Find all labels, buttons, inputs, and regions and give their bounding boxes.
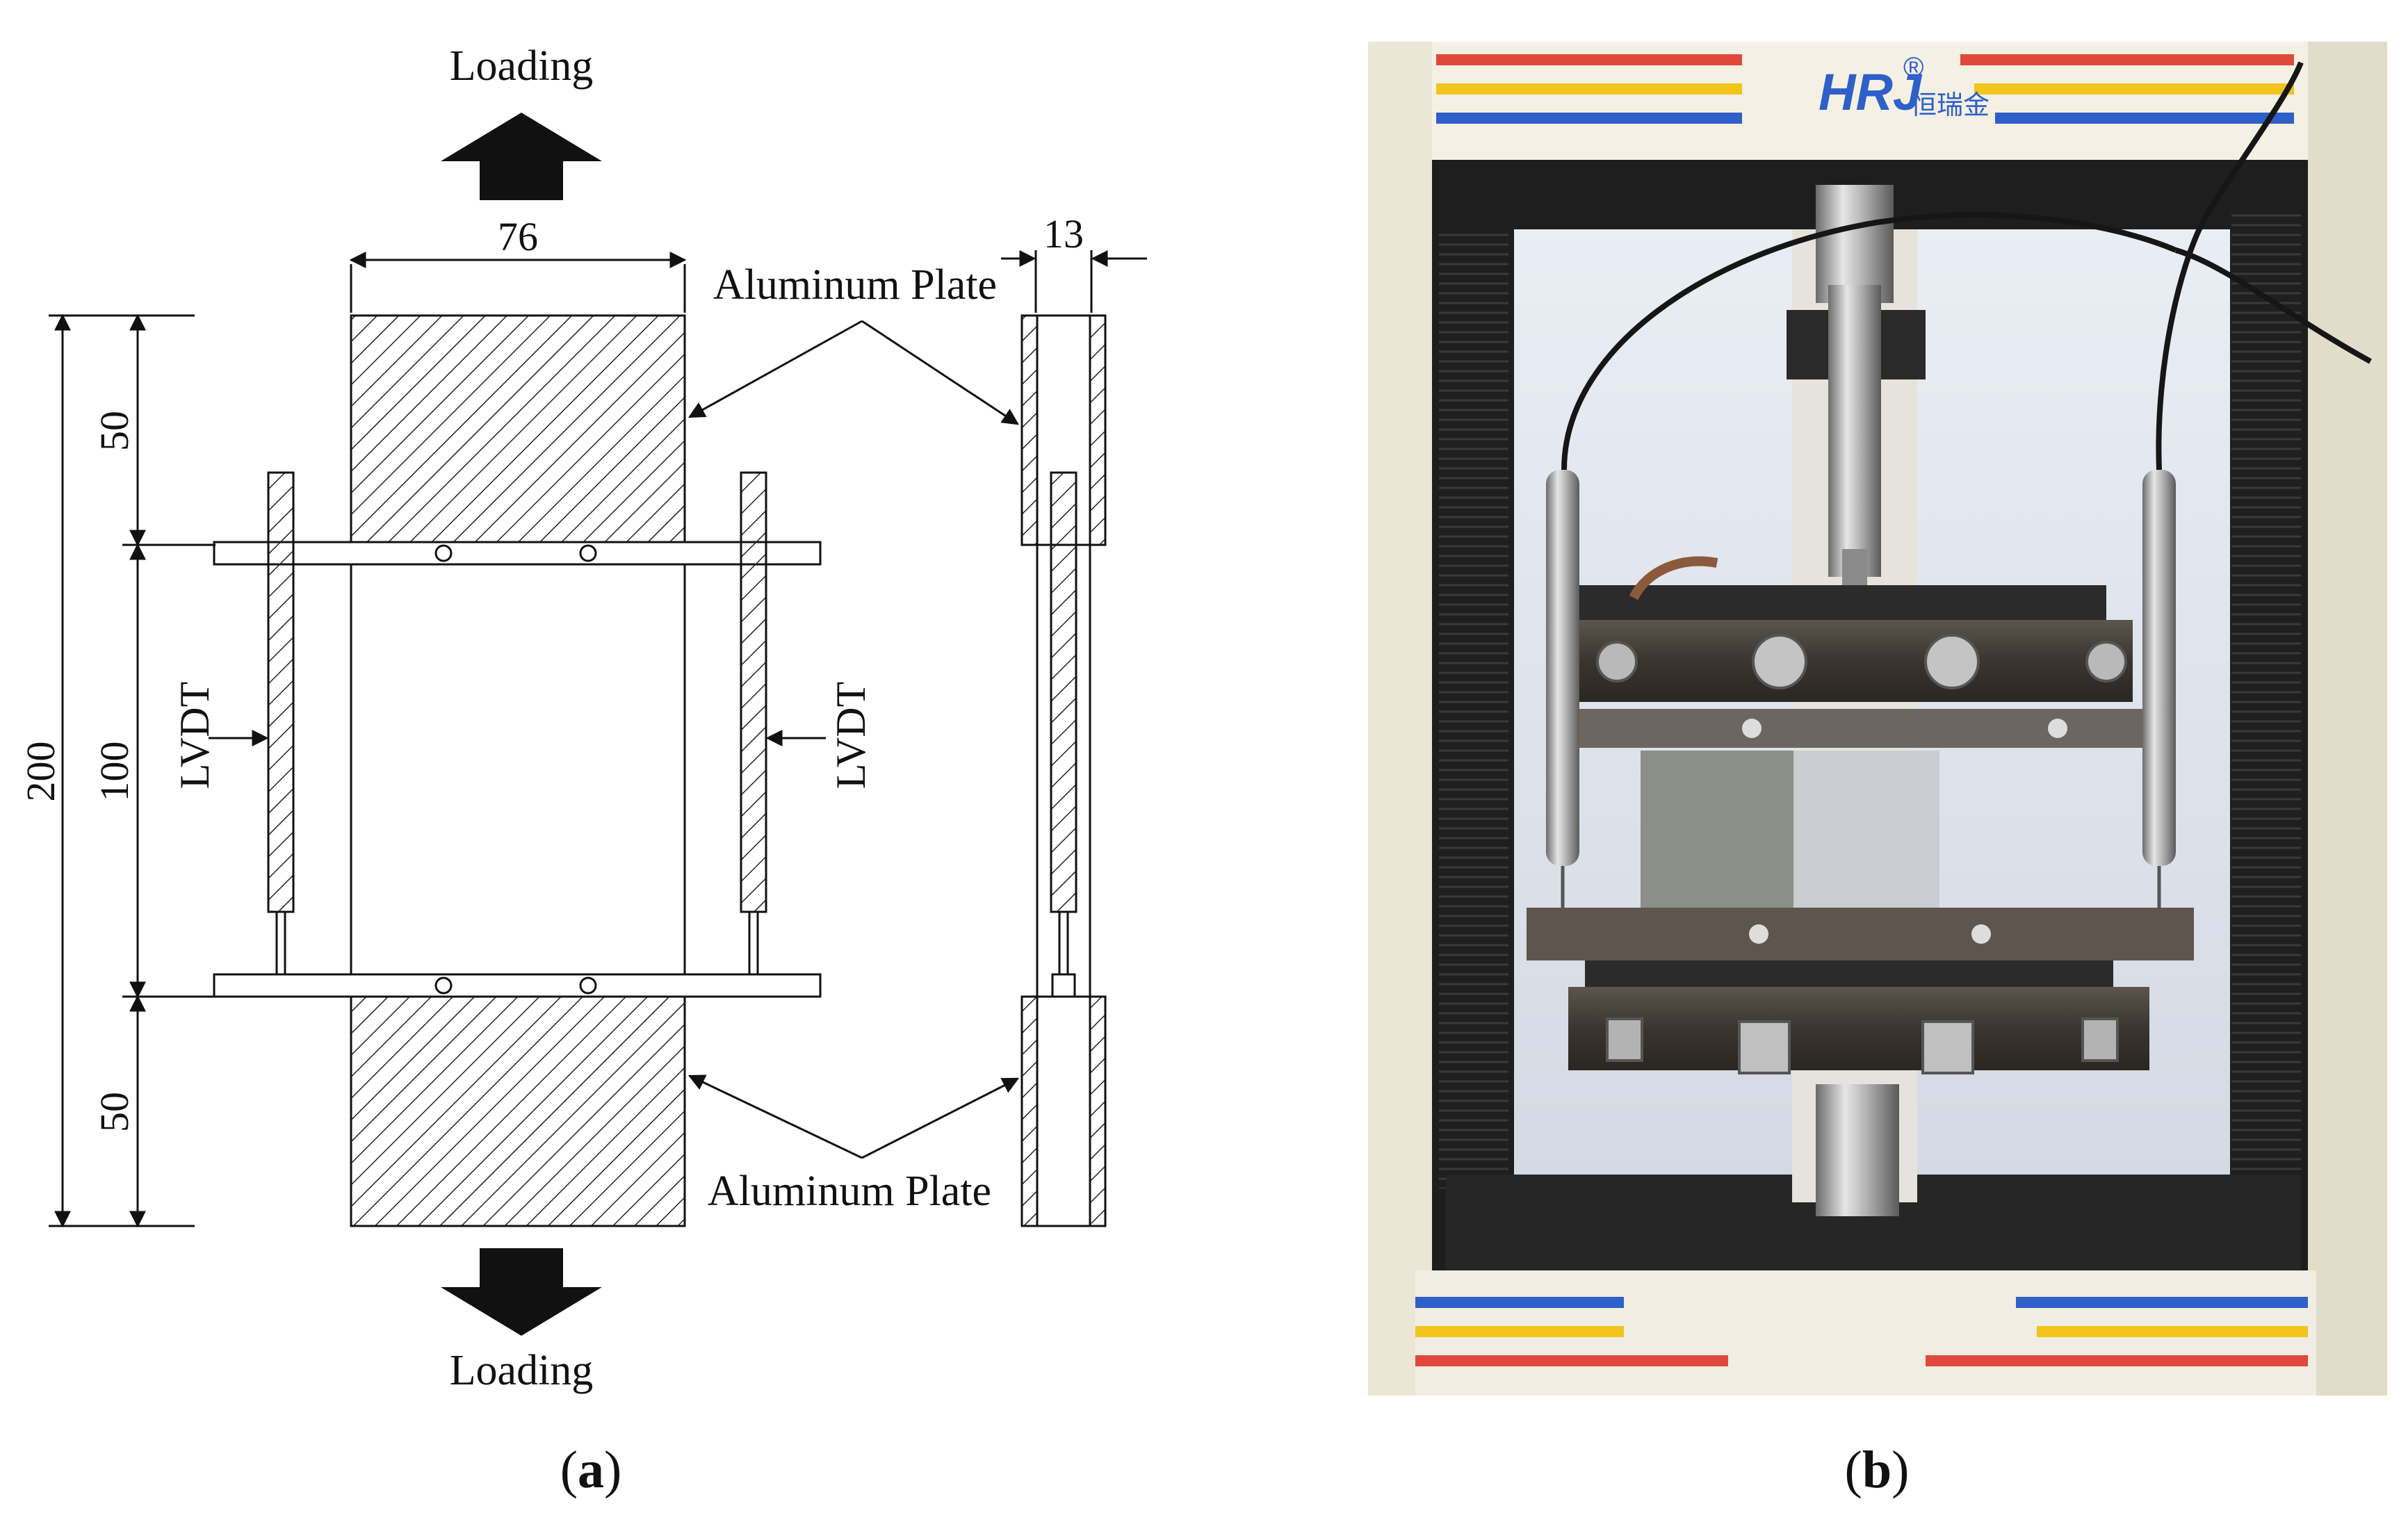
loading-arrow-up-icon <box>441 113 602 200</box>
callout-line <box>688 1074 863 1159</box>
clamp-bar-upper <box>1550 709 2162 748</box>
stripe-blue <box>1436 113 1742 124</box>
dimension-mid: 100 <box>92 742 137 802</box>
side-plate-top-right <box>1089 314 1107 546</box>
bolt-hole <box>579 976 597 995</box>
sensor-cable <box>1561 212 2177 471</box>
stripe-red <box>1436 54 1742 65</box>
side-lvdt <box>1050 471 1077 913</box>
test-machine-photo: HRJ ® 恒瑞金 <box>1368 42 2387 1396</box>
caption-b: (b) <box>1845 1441 1910 1499</box>
loading-label-bottom: Loading <box>450 1347 594 1394</box>
bolt-hole <box>434 976 453 995</box>
bottom-shaft <box>1816 1084 1899 1216</box>
lvdt-label-left: LVDT <box>172 682 218 789</box>
dimension-bottom: 50 <box>92 1092 137 1132</box>
dimension-width: 76 <box>498 214 538 259</box>
load-piston <box>1816 185 1894 303</box>
clamp-bar-bottom <box>213 973 822 998</box>
caption-a: (a) <box>560 1441 622 1499</box>
lvdt-sensor-left <box>1546 470 1579 866</box>
grip-bottom <box>1568 987 2149 1070</box>
bellows-right <box>2231 208 2301 1181</box>
bellows-left <box>1439 229 1508 1188</box>
side-plate-bottom-right <box>1089 995 1107 1227</box>
lvdt-body-right <box>740 471 767 913</box>
callout-line <box>861 320 1020 425</box>
stripe-yellow <box>1436 83 1742 95</box>
dimension-top: 50 <box>92 411 137 451</box>
dimension-total: 200 <box>18 742 63 802</box>
dimension-thickness: 13 <box>1043 211 1084 256</box>
grip-top <box>1572 620 2133 702</box>
aluminum-plate-bottom <box>350 995 686 1227</box>
aluminum-plate-label-bottom: Aluminum Plate <box>708 1168 991 1215</box>
bolt-hole <box>579 544 597 562</box>
loading-label-top: Loading <box>450 42 594 90</box>
aluminum-plate-top <box>350 314 686 546</box>
logo-registered-mark: ® <box>1903 52 1923 83</box>
logo-chinese-name: 恒瑞金 <box>1910 90 1990 120</box>
side-plate-top-left <box>1020 314 1039 546</box>
callout-line <box>861 1077 1020 1159</box>
loading-arrow-down-icon <box>441 1248 602 1336</box>
aluminum-plate-label-top: Aluminum Plate <box>713 261 997 309</box>
lvdt-body-left <box>267 471 295 913</box>
bolt-hole <box>434 544 453 562</box>
clamp-bar-top <box>213 541 822 566</box>
clamp-bar-lower <box>1527 908 2194 960</box>
schematic-panel: Loading Loading LVDT LVDT <box>18 42 1147 1394</box>
side-plate-bottom-left <box>1020 995 1039 1227</box>
specimen-middle <box>350 543 686 998</box>
callout-line <box>688 320 863 418</box>
machine-logo: HRJ <box>1819 63 1923 121</box>
lvdt-sensor-right <box>2142 470 2176 866</box>
lvdt-label-right: LVDT <box>828 682 874 789</box>
grip-top-plate <box>1578 585 2106 620</box>
